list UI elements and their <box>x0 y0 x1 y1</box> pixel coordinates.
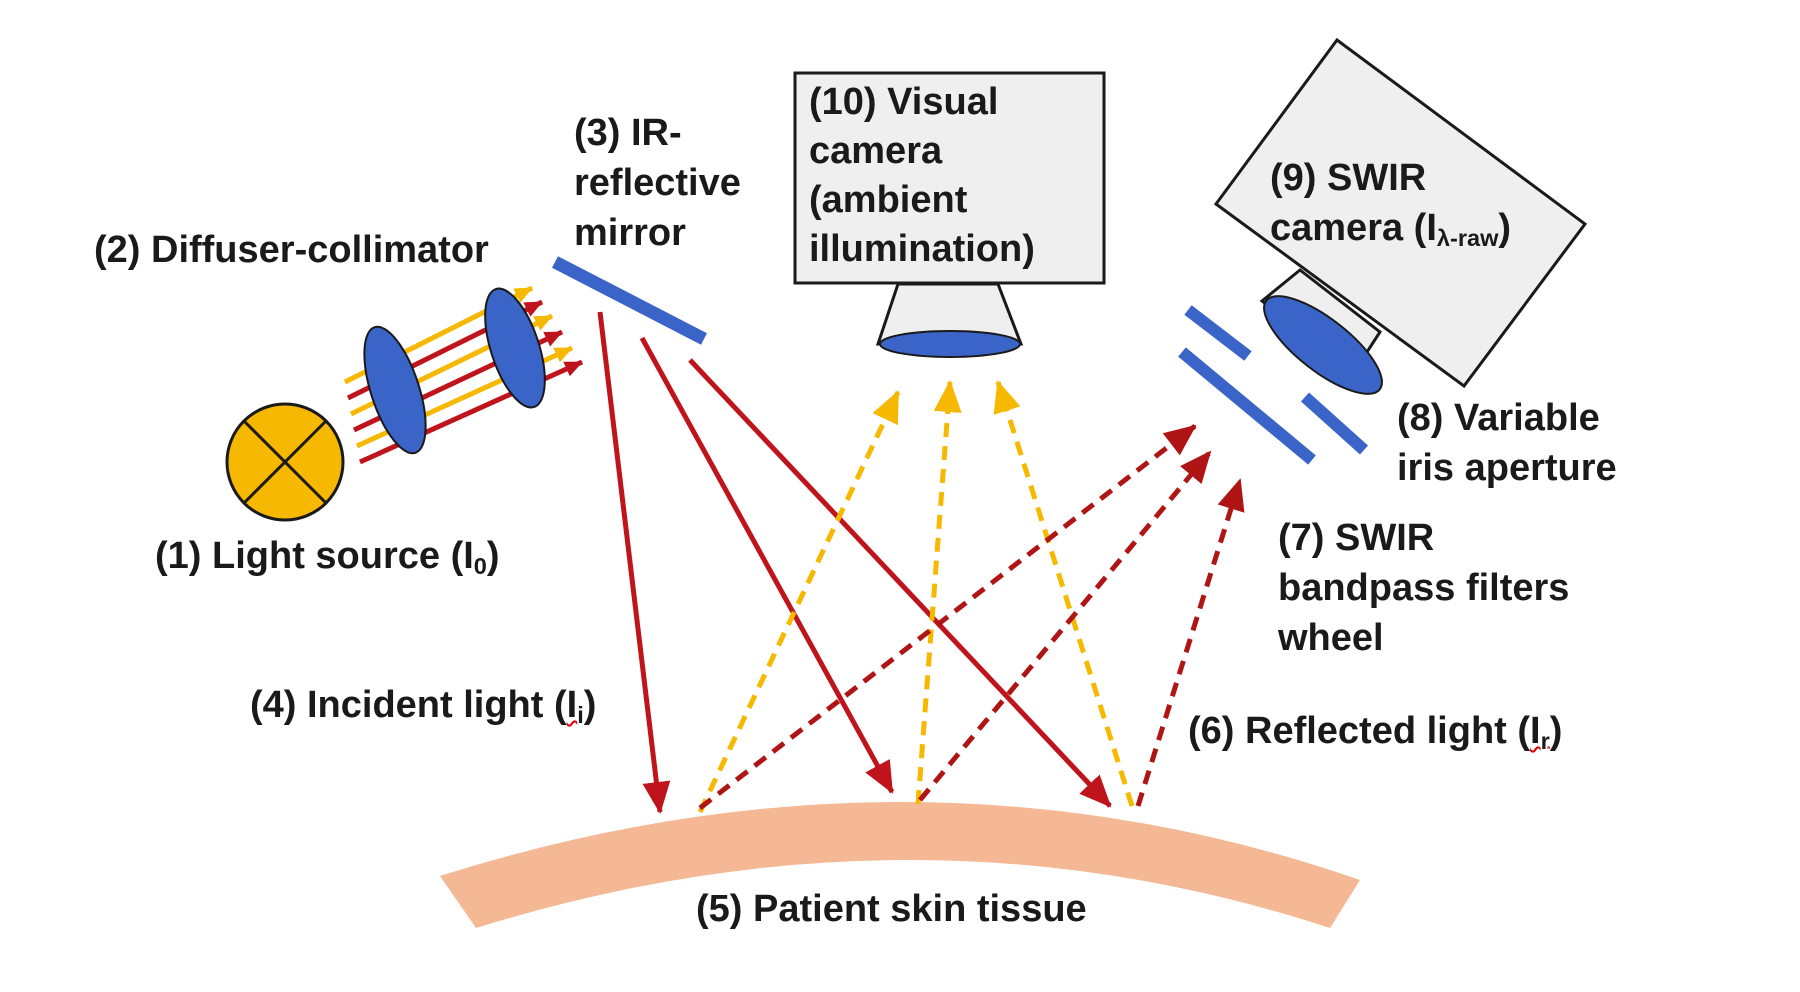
reflected-arrow-3 <box>1135 478 1245 807</box>
label-visual-camera-line1: (10) Visual <box>809 81 999 123</box>
label-iris-line1: (8) Variable <box>1397 397 1600 439</box>
visual-camera-icon <box>793 71 1106 358</box>
label-ir-mirror-line1: (3) IR- <box>574 112 682 154</box>
label-visual-camera: (10) Visual camera (ambient illumination… <box>809 78 1035 274</box>
ambient-arrow-2 <box>915 380 962 805</box>
iris-aperture-blade-lower-icon <box>1178 347 1316 465</box>
ir-mirror-icon <box>552 256 707 345</box>
skin-tissue-shape <box>440 801 1360 928</box>
label-ir-mirror: (3) IR- reflective mirror <box>574 108 741 258</box>
label-bandpass-filters: (7) SWIR bandpass filters wheel <box>1278 513 1569 663</box>
label-diffuser-collimator: (2) Diffuser-collimator <box>94 229 489 271</box>
reflected-light-arrows <box>698 424 1245 810</box>
incident-arrow-2 <box>639 336 895 794</box>
diffuser-lens-2-icon <box>484 287 546 409</box>
label-visual-camera-line3: (ambient <box>809 179 968 221</box>
label-visual-camera-line4: illumination) <box>809 228 1035 270</box>
ambient-arrow-3 <box>993 380 1135 807</box>
iris-aperture-blade-upper-icon <box>1300 392 1369 455</box>
label-swir-camera: (9) SWIR camera (Iλ-raw) <box>1270 153 1511 253</box>
diffuser-lens-1-icon <box>363 325 427 455</box>
reflected-arrow-1 <box>698 424 1197 810</box>
label-light-source: (1) Light source (I0) <box>155 535 500 579</box>
reflected-arrow-2 <box>918 450 1212 802</box>
label-filters-line1: (7) SWIR <box>1278 517 1435 559</box>
label-incident-light: (4) Incident light (Ii) <box>250 684 597 728</box>
label-iris-line2: iris aperture <box>1397 447 1617 489</box>
bandpass-filter-icon <box>1184 305 1252 361</box>
label-ir-mirror-line3: mirror <box>574 212 686 254</box>
label-visual-camera-line2: camera <box>809 130 943 172</box>
incident-light-arrows <box>597 311 1112 814</box>
light-source-icon <box>225 402 345 522</box>
label-skin-tissue: (5) Patient skin tissue <box>696 888 1087 930</box>
label-iris-aperture: (8) Variable iris aperture <box>1397 393 1617 493</box>
incident-arrow-1 <box>597 311 671 814</box>
label-ir-mirror-line2: reflective <box>574 162 741 204</box>
swir-camera-icon <box>1213 37 1588 395</box>
label-swir-camera-line2: camera (Iλ-raw) <box>1270 207 1512 251</box>
ambient-light-arrows <box>697 380 1135 814</box>
label-filters-line3: wheel <box>1278 617 1384 659</box>
ambient-arrow-1 <box>697 390 901 814</box>
label-swir-camera-line1: (9) SWIR <box>1270 157 1427 199</box>
label-filters-line2: bandpass filters <box>1278 567 1570 609</box>
incident-arrow-3 <box>688 358 1112 808</box>
label-reflected-light: (6) Reflected light (Ir) <box>1188 710 1563 754</box>
